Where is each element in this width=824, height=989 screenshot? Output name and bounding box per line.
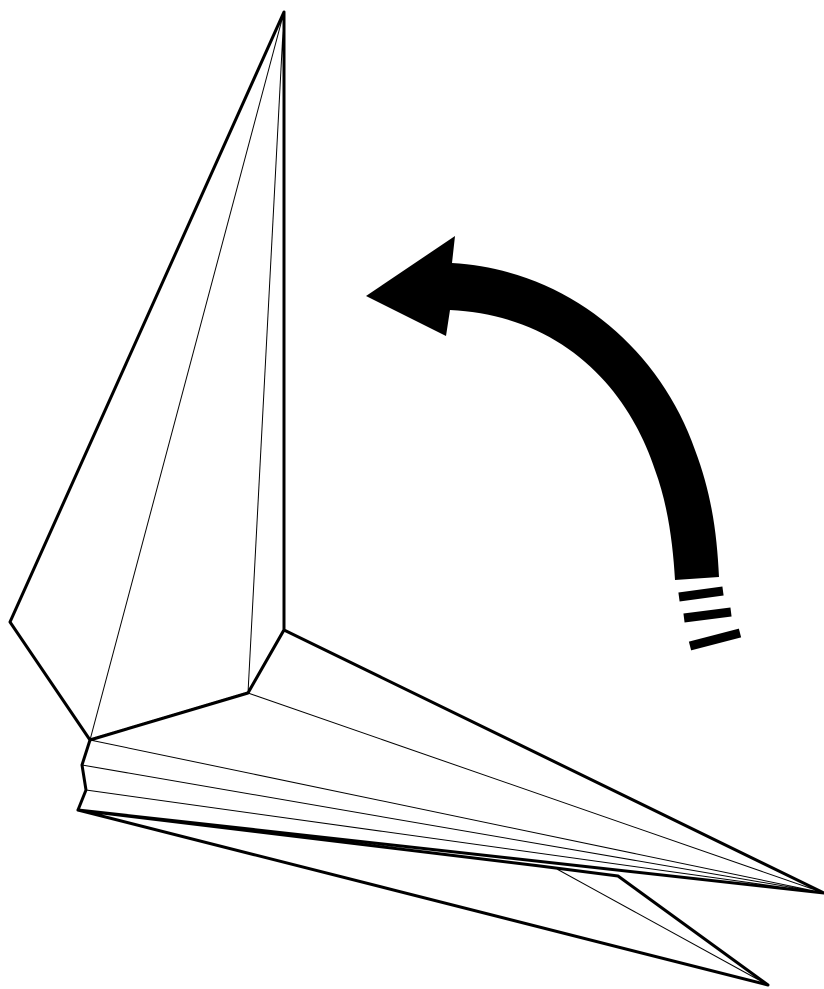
motion-dash-2 xyxy=(684,612,731,618)
motion-dash-1 xyxy=(679,591,723,597)
motion-dash-3 xyxy=(690,633,740,646)
curved-fold-arrow-icon xyxy=(366,236,740,646)
upper-flap-outline xyxy=(10,12,284,740)
arrow-body xyxy=(366,236,719,580)
upper-flap xyxy=(10,12,284,740)
